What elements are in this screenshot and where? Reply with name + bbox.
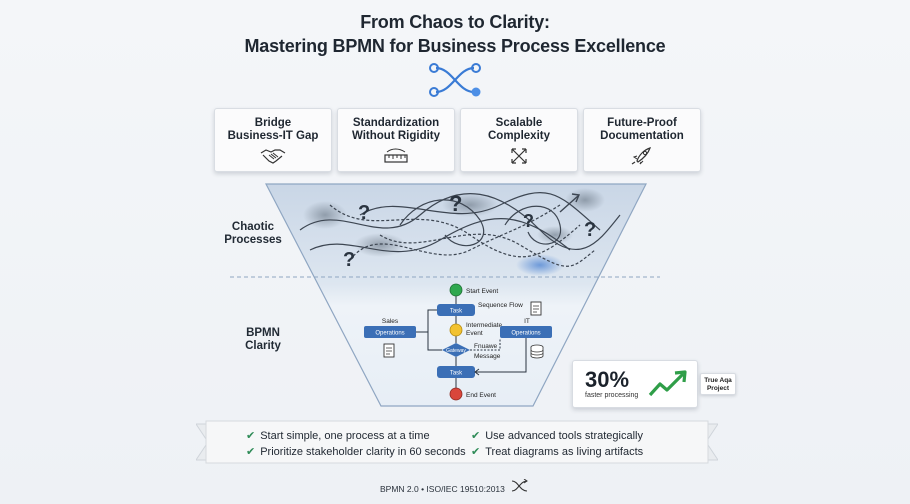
intermediate-event-label-2: Event — [466, 330, 483, 337]
bpmn-clarity-label: BPMN Clarity — [245, 327, 281, 352]
chaotic-flow-lines — [299, 191, 621, 267]
page-title-line-2: Mastering BPMN for Business Process Exce… — [244, 36, 666, 56]
check-icon: ✔ — [471, 430, 481, 442]
gateway-label: Gateway — [446, 348, 466, 354]
document-icon — [383, 343, 395, 358]
flow-connector-icon — [511, 479, 528, 492]
handshake-icon — [260, 149, 286, 164]
it-label: IT — [524, 318, 530, 325]
task-top-label: Task — [450, 309, 463, 315]
benefit-label: Standardization Without Rigidity — [351, 117, 441, 142]
page-title-line-1: From Chaos to Clarity: — [360, 12, 550, 32]
sales-operations-label: Operations — [375, 331, 404, 337]
question-mark: ? — [343, 249, 355, 271]
tip-item: ✔ Prioritize stakeholder clarity in 60 se… — [246, 445, 466, 458]
message-flow-label-1: Fnuawe — [474, 343, 498, 350]
tips-ribbon — [196, 420, 718, 464]
benefit-card-bridge: Bridge Business-IT Gap — [214, 108, 332, 172]
benefit-label: Scalable Complexity — [488, 117, 550, 142]
project-tag: True Aqa Project — [700, 373, 736, 395]
sales-operations-box — [364, 326, 416, 338]
intermediate-event-label-1: Intermediate — [466, 322, 503, 329]
expand-arrows-icon — [511, 148, 527, 164]
tip-text: Treat diagrams as living artifacts — [485, 446, 644, 458]
gateway-icon — [442, 343, 470, 357]
sequence-flow-label: Sequence Flow — [478, 302, 523, 309]
stat-card: 30% faster processing — [572, 360, 698, 408]
task-bottom — [437, 366, 475, 378]
start-event-icon — [449, 283, 463, 297]
start-event-label: Start Event — [466, 288, 498, 295]
benefit-label: Bridge Business-IT Gap — [227, 117, 319, 142]
trend-up-icon — [648, 370, 687, 397]
bpmn-diagram: Start Event Task Sequence Flow Intermedi… — [364, 283, 552, 401]
chaotic-processes-label: Chaotic Processes — [224, 221, 282, 246]
benefit-card-scalable: Scalable Complexity — [460, 108, 578, 172]
check-icon: ✔ — [246, 430, 256, 442]
tip-item: ✔ Use advanced tools strategically — [471, 429, 643, 442]
it-operations-box — [500, 326, 552, 338]
stat-caption: faster processing — [585, 392, 639, 399]
rocket-icon — [631, 147, 651, 165]
task-bottom-label: Task — [450, 371, 463, 377]
intermediate-event-icon — [449, 323, 463, 337]
tip-text: Start simple, one process at a time — [260, 430, 430, 442]
end-event-label: End Event — [466, 392, 496, 399]
benefit-label: Future-Proof Documentation — [600, 117, 684, 142]
tip-item: ✔ Start simple, one process at a time — [246, 429, 430, 442]
end-event-icon — [449, 387, 463, 401]
ruler-icon — [384, 148, 408, 163]
benefit-card-future-proof: Future-Proof Documentation — [583, 108, 701, 172]
check-icon: ✔ — [246, 446, 256, 458]
standard-footer: BPMN 2.0 • ISO/IEC 19510:2013 — [380, 484, 505, 494]
tip-text: Prioritize stakeholder clarity in 60 sec… — [260, 446, 466, 458]
benefit-card-standardization: Standardization Without Rigidity — [337, 108, 455, 172]
question-mark: ? — [449, 191, 462, 216]
document-icon — [530, 301, 542, 316]
flow-logo-icon — [429, 63, 481, 97]
stat-value: 30% — [585, 367, 630, 392]
it-operations-label: Operations — [511, 331, 540, 337]
check-icon: ✔ — [471, 446, 481, 458]
database-icon — [530, 344, 544, 359]
tip-item: ✔ Treat diagrams as living artifacts — [471, 445, 643, 458]
sales-label: Sales — [382, 318, 399, 325]
question-mark: ? — [358, 202, 370, 224]
question-mark: ? — [523, 211, 534, 231]
tip-text: Use advanced tools strategically — [485, 430, 643, 442]
task-top — [437, 304, 475, 316]
message-flow-label-2: Message — [474, 353, 501, 360]
question-mark: ? — [584, 219, 596, 241]
